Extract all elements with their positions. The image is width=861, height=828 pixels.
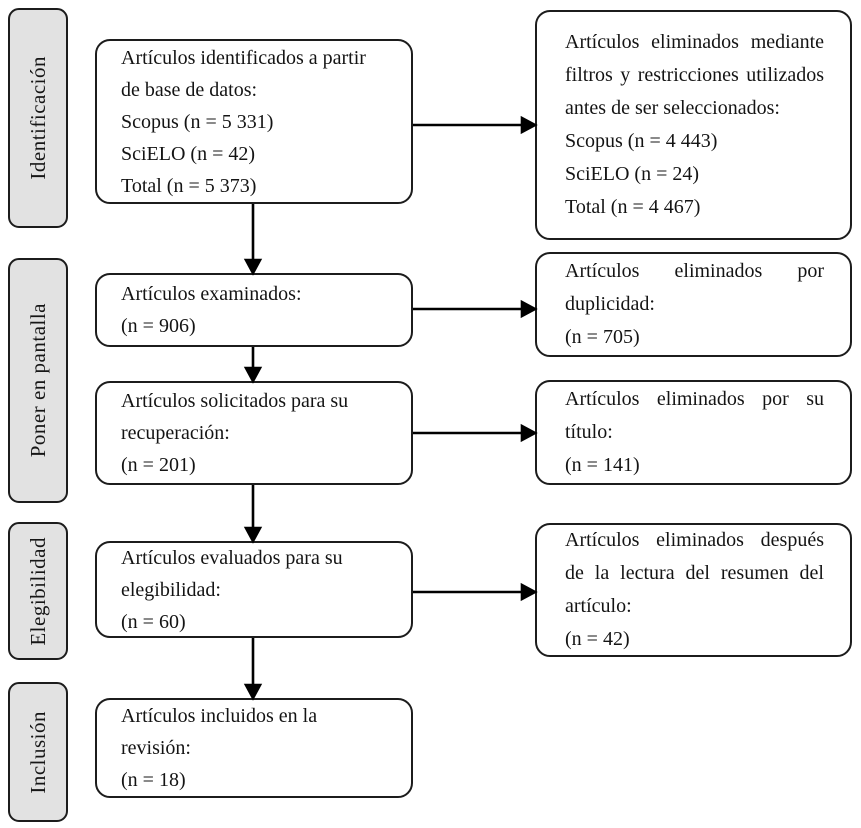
arrowhead-down-icon [243, 683, 263, 701]
box-excluded-duplicates: Artículos eliminados por duplicidad: (n … [535, 252, 852, 357]
box-text: Artículos incluidos en la revisión: (n =… [121, 705, 318, 791]
box-articles-screened: Artículos examinados: (n = 906) [95, 273, 413, 347]
box-counts: (n = 42) [565, 628, 630, 650]
box-excluded-title: Artículos eliminados por su título: (n =… [535, 380, 852, 485]
stage-label-poner-en-pantalla: Poner en pantalla [8, 258, 68, 503]
box-paragraph: Artículos eliminados después de la lectu… [565, 529, 824, 617]
arrowhead-right-icon [520, 299, 538, 319]
box-articles-assessed: Artículos evaluados para su elegibilidad… [95, 541, 413, 638]
box-articles-sought: Artículos solicitados para su recuperaci… [95, 381, 413, 485]
box-articles-identified: Artículos identificados a partir de base… [95, 39, 413, 204]
stage-label-text: Poner en pantalla [25, 303, 50, 458]
box-paragraph: Artículos eliminados por duplicidad: [565, 260, 824, 315]
box-counts: Scopus (n = 4 443) SciELO (n = 24) Total… [565, 130, 718, 218]
box-text: Artículos evaluados para su elegibilidad… [121, 546, 343, 633]
arrowhead-down-icon [243, 526, 263, 544]
box-paragraph: Artículos eliminados mediante filtros y … [565, 31, 824, 119]
box-excluded-abstract: Artículos eliminados después de la lectu… [535, 523, 852, 657]
box-text: Artículos identificados a partir de base… [121, 46, 366, 197]
arrowhead-down-icon [243, 258, 263, 276]
box-counts: (n = 705) [565, 326, 640, 348]
stage-label-inclusion: Inclusión [8, 682, 68, 822]
arrowhead-right-icon [520, 115, 538, 135]
stage-label-text: Inclusión [25, 710, 50, 794]
stage-label-identificacion: Identificación [8, 8, 68, 228]
box-counts: (n = 141) [565, 454, 640, 476]
arrowhead-right-icon [520, 582, 538, 602]
box-text: Artículos examinados: (n = 906) [121, 283, 302, 337]
box-text: Artículos solicitados para su recuperaci… [121, 390, 349, 476]
stage-label-text: Identificación [25, 56, 50, 180]
stage-label-text: Elegibilidad [25, 536, 50, 646]
arrowhead-down-icon [243, 366, 263, 384]
arrowhead-right-icon [520, 423, 538, 443]
box-paragraph: Artículos eliminados por su título: [565, 388, 824, 443]
box-excluded-filters: Artículos eliminados mediante filtros y … [535, 10, 852, 240]
box-articles-included: Artículos incluidos en la revisión: (n =… [95, 698, 413, 798]
stage-label-elegibilidad: Elegibilidad [8, 522, 68, 660]
